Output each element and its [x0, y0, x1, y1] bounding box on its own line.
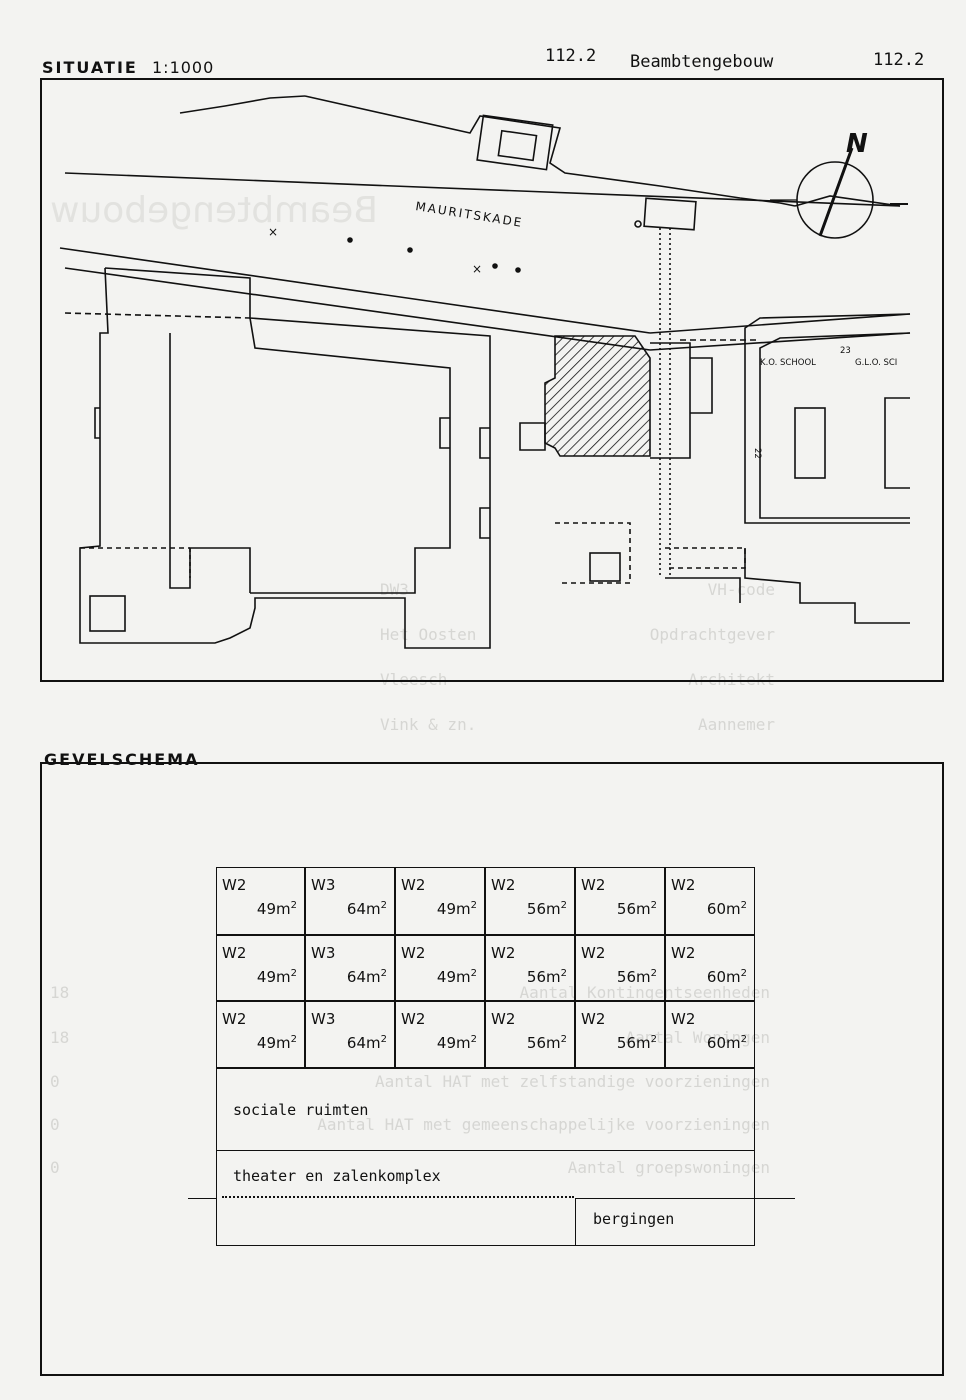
site-plan-frame [40, 78, 944, 682]
dwelling-type: W2 [581, 1010, 606, 1028]
dwelling-area: 49m2 [436, 1034, 477, 1052]
dwelling-area: 64m2 [346, 900, 387, 918]
dwelling-cell: W3 64m2 [305, 935, 395, 1001]
dwelling-type: W2 [401, 1010, 426, 1028]
gevelschema-title: GEVELSCHEMA [44, 750, 200, 769]
dwelling-area: 56m2 [526, 900, 567, 918]
street-name-label: MAURITSKADE [415, 199, 525, 230]
dwelling-area: 60m2 [706, 968, 747, 986]
dwelling-type: W2 [491, 876, 516, 894]
dwelling-cell: W2 60m2 [665, 1001, 755, 1068]
dwelling-cell: W2 60m2 [665, 867, 755, 935]
dwelling-cell: W3 64m2 [305, 867, 395, 935]
ground-line-dotted [222, 1196, 574, 1198]
ground-line-right [575, 1198, 795, 1199]
dwelling-type: W2 [491, 1010, 516, 1028]
situatie-label: SITUATIE [42, 58, 138, 77]
school-label: K.O. SCHOOL [760, 358, 816, 368]
dwelling-type: W2 [671, 944, 696, 962]
dwelling-area: 56m2 [616, 900, 657, 918]
ground-line-left [188, 1198, 216, 1199]
floor-divider [216, 1150, 755, 1151]
dwelling-cell: W2 56m2 [485, 867, 575, 935]
dwelling-area: 49m2 [436, 900, 477, 918]
dwelling-cell: W2 56m2 [575, 867, 665, 935]
dwelling-type: W2 [222, 944, 247, 962]
dwelling-area: 56m2 [616, 1034, 657, 1052]
dwelling-type: W2 [401, 876, 426, 894]
street-line-1 [64, 172, 901, 207]
site-plan-map: × × MAURITSKADE K.O. SCHOOL G.L.O. SCI 2… [59, 95, 911, 649]
left-block [79, 267, 491, 649]
dwelling-cell: W2 56m2 [575, 935, 665, 1001]
building-name: Beambtengebouw [630, 52, 774, 72]
dwelling-area: 56m2 [526, 1034, 567, 1052]
dwelling-cell: W2 56m2 [575, 1001, 665, 1068]
dwelling-cell: W2 56m2 [485, 935, 575, 1001]
dwelling-cell: W2 49m2 [216, 1001, 305, 1068]
dwelling-area: 64m2 [346, 968, 387, 986]
code-right: 112.2 [873, 50, 925, 70]
dwelling-area: 49m2 [256, 968, 297, 986]
theater-label: theater en zalenkomplex [233, 1167, 441, 1185]
street-line-2 [59, 247, 651, 334]
dwelling-cell: W3 64m2 [305, 1001, 395, 1068]
dwelling-type: W3 [311, 1010, 336, 1028]
dwelling-cell: W2 49m2 [395, 935, 485, 1001]
dwelling-type: W2 [581, 944, 606, 962]
dwelling-type: W2 [222, 1010, 247, 1028]
dwelling-type: W3 [311, 876, 336, 894]
dwelling-area: 49m2 [256, 900, 297, 918]
dwelling-cell: W2 49m2 [216, 935, 305, 1001]
dwelling-cell: W2 49m2 [216, 867, 305, 935]
dwelling-type: W2 [491, 944, 516, 962]
gevelschema-frame [40, 762, 944, 1376]
svg-text:×: × [268, 225, 278, 239]
sociale-ruimten-label: sociale ruimten [233, 1101, 369, 1119]
dwelling-type: W2 [671, 1010, 696, 1028]
dwelling-cell: W2 49m2 [395, 867, 485, 935]
scale-label: 1:1000 [152, 58, 215, 77]
school-label-2: G.L.O. SCI [855, 358, 897, 368]
dwelling-cell: W2 56m2 [485, 1001, 575, 1068]
house-number-23: 23 [840, 346, 851, 356]
dwelling-type: W3 [311, 944, 336, 962]
beambtengebouw-footprint [544, 335, 651, 457]
dwelling-area: 56m2 [616, 968, 657, 986]
dwelling-area: 56m2 [526, 968, 567, 986]
dwelling-cell: W2 60m2 [665, 935, 755, 1001]
bergingen-divider [575, 1198, 576, 1246]
svg-text:×: × [472, 262, 482, 276]
quay-edge-top [179, 95, 306, 114]
ground-floor-box [216, 1068, 755, 1246]
dwelling-type: W2 [401, 944, 426, 962]
dwelling-cell: W2 49m2 [395, 1001, 485, 1068]
svg-text:N: N [846, 129, 868, 159]
dwelling-type: W2 [581, 876, 606, 894]
code-left: 112.2 [545, 46, 597, 66]
dwelling-area: 64m2 [346, 1034, 387, 1052]
dwelling-area: 60m2 [706, 900, 747, 918]
dwelling-area: 49m2 [436, 968, 477, 986]
quay-edge [304, 95, 796, 207]
dwelling-area: 60m2 [706, 1034, 747, 1052]
dwelling-type: W2 [222, 876, 247, 894]
north-arrow-icon: N [770, 129, 908, 239]
bergingen-label: bergingen [593, 1210, 675, 1228]
dwelling-type: W2 [671, 876, 696, 894]
dwelling-area: 49m2 [256, 1034, 297, 1052]
house-number-22: 22 [752, 448, 762, 459]
